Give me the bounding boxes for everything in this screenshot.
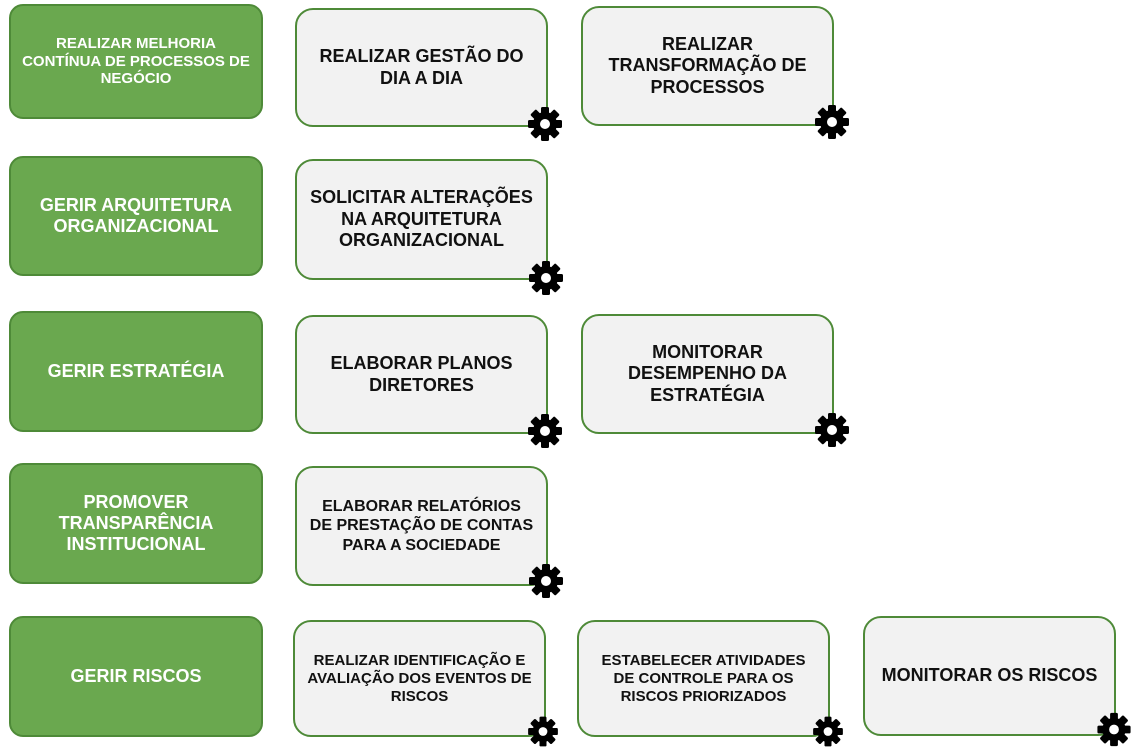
activity-box-gestao-dia-a-dia[interactable]: REALIZAR GESTÃO DO DIA A DIA [295,8,548,127]
gear-icon [812,102,852,142]
activity-box-monitorar-riscos[interactable]: MONITORAR OS RISCOS [863,616,1116,736]
gear-icon [523,714,563,749]
process-label: PROMOVER TRANSPARÊNCIA INSTITUCIONAL [58,491,214,555]
activity-box-planos-diretores[interactable]: ELABORAR PLANOS DIRETORES [295,315,548,434]
activity-label: SOLICITAR ALTERAÇÕES NA ARQUITETURA ORGA… [310,187,533,251]
process-box-gerir-estrategia[interactable]: GERIR ESTRATÉGIA [9,311,263,432]
activity-label: MONITORAR OS RISCOS [881,665,1098,686]
activity-label: ESTABELECER ATIVIDADES DE CONTROLE PARA … [601,651,806,705]
activity-box-identificacao-avaliacao[interactable]: REALIZAR IDENTIFICAÇÃO E AVALIAÇÃO DOS E… [293,620,546,737]
process-label: REALIZAR MELHORIA CONTÍNUA DE PROCESSOS … [22,34,250,88]
activity-box-monitorar-desempenho[interactable]: MONITORAR DESEMPENHO DA ESTRATÉGIA [581,314,834,434]
gear-icon [526,561,566,601]
process-box-arquitetura-organizacional[interactable]: GERIR ARQUITETURA ORGANIZACIONAL [9,156,263,276]
activity-label: ELABORAR PLANOS DIRETORES [330,352,513,395]
gear-icon [812,410,852,450]
process-box-transparencia-institucional[interactable]: PROMOVER TRANSPARÊNCIA INSTITUCIONAL [9,463,263,584]
gear-icon [526,258,566,298]
process-label: GERIR ESTRATÉGIA [47,360,225,381]
activity-label: ELABORAR RELATÓRIOS DE PRESTAÇÃO DE CONT… [309,498,534,554]
gear-icon [525,104,565,144]
process-box-melhoria-continua[interactable]: REALIZAR MELHORIA CONTÍNUA DE PROCESSOS … [9,4,263,119]
activity-box-atividades-controle[interactable]: ESTABELECER ATIVIDADES DE CONTROLE PARA … [577,620,830,737]
activity-box-relatorios-prestacao-contas[interactable]: ELABORAR RELATÓRIOS DE PRESTAÇÃO DE CONT… [295,466,548,586]
process-label: GERIR RISCOS [70,665,202,686]
gear-icon [808,714,848,749]
activity-label: REALIZAR GESTÃO DO DIA A DIA [319,45,524,88]
process-box-gerir-riscos[interactable]: GERIR RISCOS [9,616,263,737]
activity-label: MONITORAR DESEMPENHO DA ESTRATÉGIA [627,341,788,405]
gear-icon [525,411,565,451]
activity-box-transformacao-processos[interactable]: REALIZAR TRANSFORMAÇÃO DE PROCESSOS [581,6,834,126]
activity-label: REALIZAR IDENTIFICAÇÃO E AVALIAÇÃO DOS E… [307,651,532,705]
process-label: GERIR ARQUITETURA ORGANIZACIONAL [39,194,233,236]
gear-icon [1094,710,1134,749]
activity-box-solicitar-alteracoes[interactable]: SOLICITAR ALTERAÇÕES NA ARQUITETURA ORGA… [295,159,548,280]
activity-label: REALIZAR TRANSFORMAÇÃO DE PROCESSOS [608,33,807,97]
